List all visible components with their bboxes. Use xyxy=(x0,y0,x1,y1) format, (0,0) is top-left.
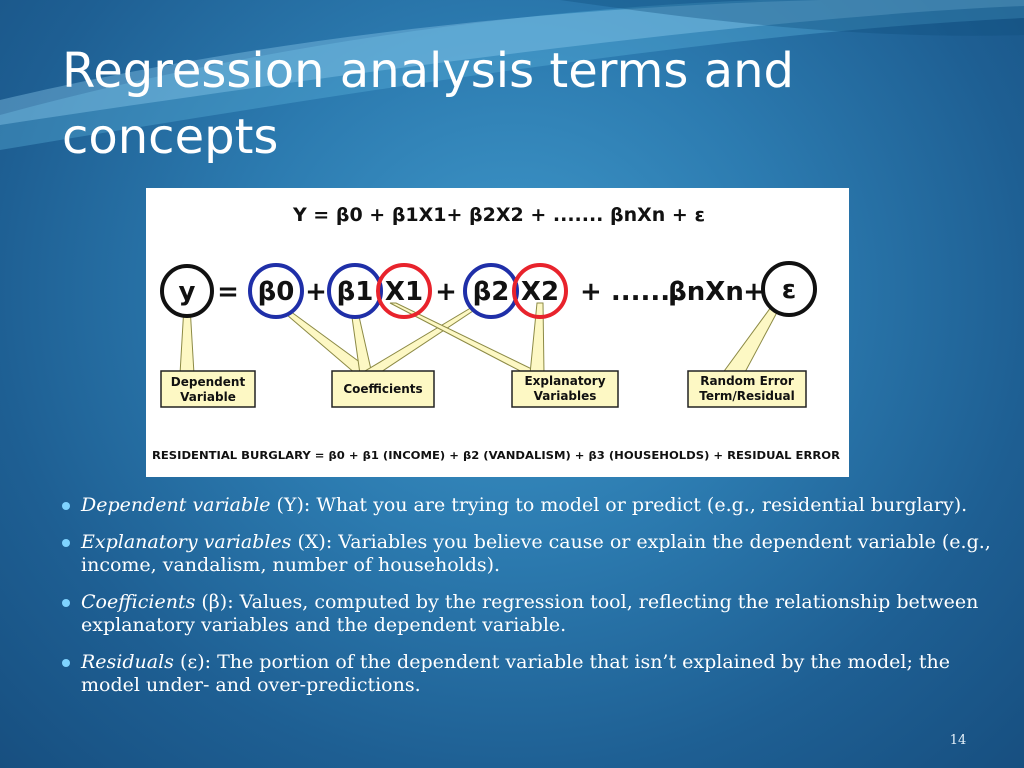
bullet-residuals: Residuals (ε): The portion of the depend… xyxy=(62,651,1002,697)
bullet-dependent-variable: Dependent variable (Y): What you are try… xyxy=(62,494,1002,517)
plus-sign: + xyxy=(435,277,457,307)
term-beta2: β2 xyxy=(473,277,510,307)
bullet-term: Explanatory variables xyxy=(81,531,292,553)
equals-sign: = xyxy=(217,277,239,307)
plus-sign: + xyxy=(305,277,327,307)
term-epsilon: ε xyxy=(782,275,796,305)
term-beta0: β0 xyxy=(258,277,295,307)
bottom-equation: RESIDENTIAL BURGLARY = β0 + β1 (INCOME) … xyxy=(152,449,841,462)
svg-text:Term/Residual: Term/Residual xyxy=(699,389,795,403)
term-y: y xyxy=(179,277,196,307)
callout-random-error: Random Error Term/Residual xyxy=(687,370,807,408)
svg-text:Explanatory: Explanatory xyxy=(524,374,605,388)
bullet-list: Dependent variable (Y): What you are try… xyxy=(62,494,1002,711)
svg-text:Variables: Variables xyxy=(534,389,597,403)
bullet-text: (X): Variables you believe cause or expl… xyxy=(81,531,991,576)
bullet-text: (Y): What you are trying to model or pre… xyxy=(270,494,968,516)
callout-explanatory-variables: Explanatory Variables xyxy=(511,370,619,408)
term-x2: X2 xyxy=(521,277,559,307)
bullet-dot-icon xyxy=(62,659,70,667)
bullet-term: Dependent variable xyxy=(81,494,271,516)
svg-text:Random Error: Random Error xyxy=(700,374,794,388)
top-equation: Y = β0 + β1X1+ β2X2 + ....... βnXn + ε xyxy=(292,204,705,226)
svg-text:Variable: Variable xyxy=(180,390,236,404)
bullet-text: (ε): The portion of the dependent variab… xyxy=(81,651,951,696)
regression-equation-figure: Y = β0 + β1X1+ β2X2 + ....... βnXn + ε D… xyxy=(146,188,849,477)
bullet-coefficients: Coefficients (β): Values, computed by th… xyxy=(62,591,1002,637)
bullet-explanatory-variables: Explanatory variables (X): Variables you… xyxy=(62,531,1002,577)
plus-sign: + xyxy=(743,277,765,307)
bullet-term: Residuals xyxy=(81,651,174,673)
svg-text:Coefficients: Coefficients xyxy=(343,382,422,396)
term-betan-xn: βnXn xyxy=(668,277,744,307)
term-beta1: β1 xyxy=(337,277,374,307)
bullet-text: (β): Values, computed by the regression … xyxy=(81,591,979,636)
continuation-dots: + ....... xyxy=(580,277,680,307)
bullet-dot-icon xyxy=(62,539,70,547)
slide-number: 14 xyxy=(949,733,967,748)
bullet-term: Coefficients xyxy=(81,591,196,613)
callout-coefficients: Coefficients xyxy=(331,370,435,408)
header-swoosh-decoration xyxy=(0,0,1024,150)
bullet-dot-icon xyxy=(62,599,70,607)
bullet-dot-icon xyxy=(62,502,70,510)
svg-text:Dependent: Dependent xyxy=(171,375,246,389)
term-x1: X1 xyxy=(385,277,423,307)
slide-title: Regression analysis terms and concepts xyxy=(62,43,794,165)
regression-diagram: Y = β0 + β1X1+ β2X2 + ....... βnXn + ε D… xyxy=(152,204,841,462)
callout-dependent-variable: Dependent Variable xyxy=(160,370,256,408)
